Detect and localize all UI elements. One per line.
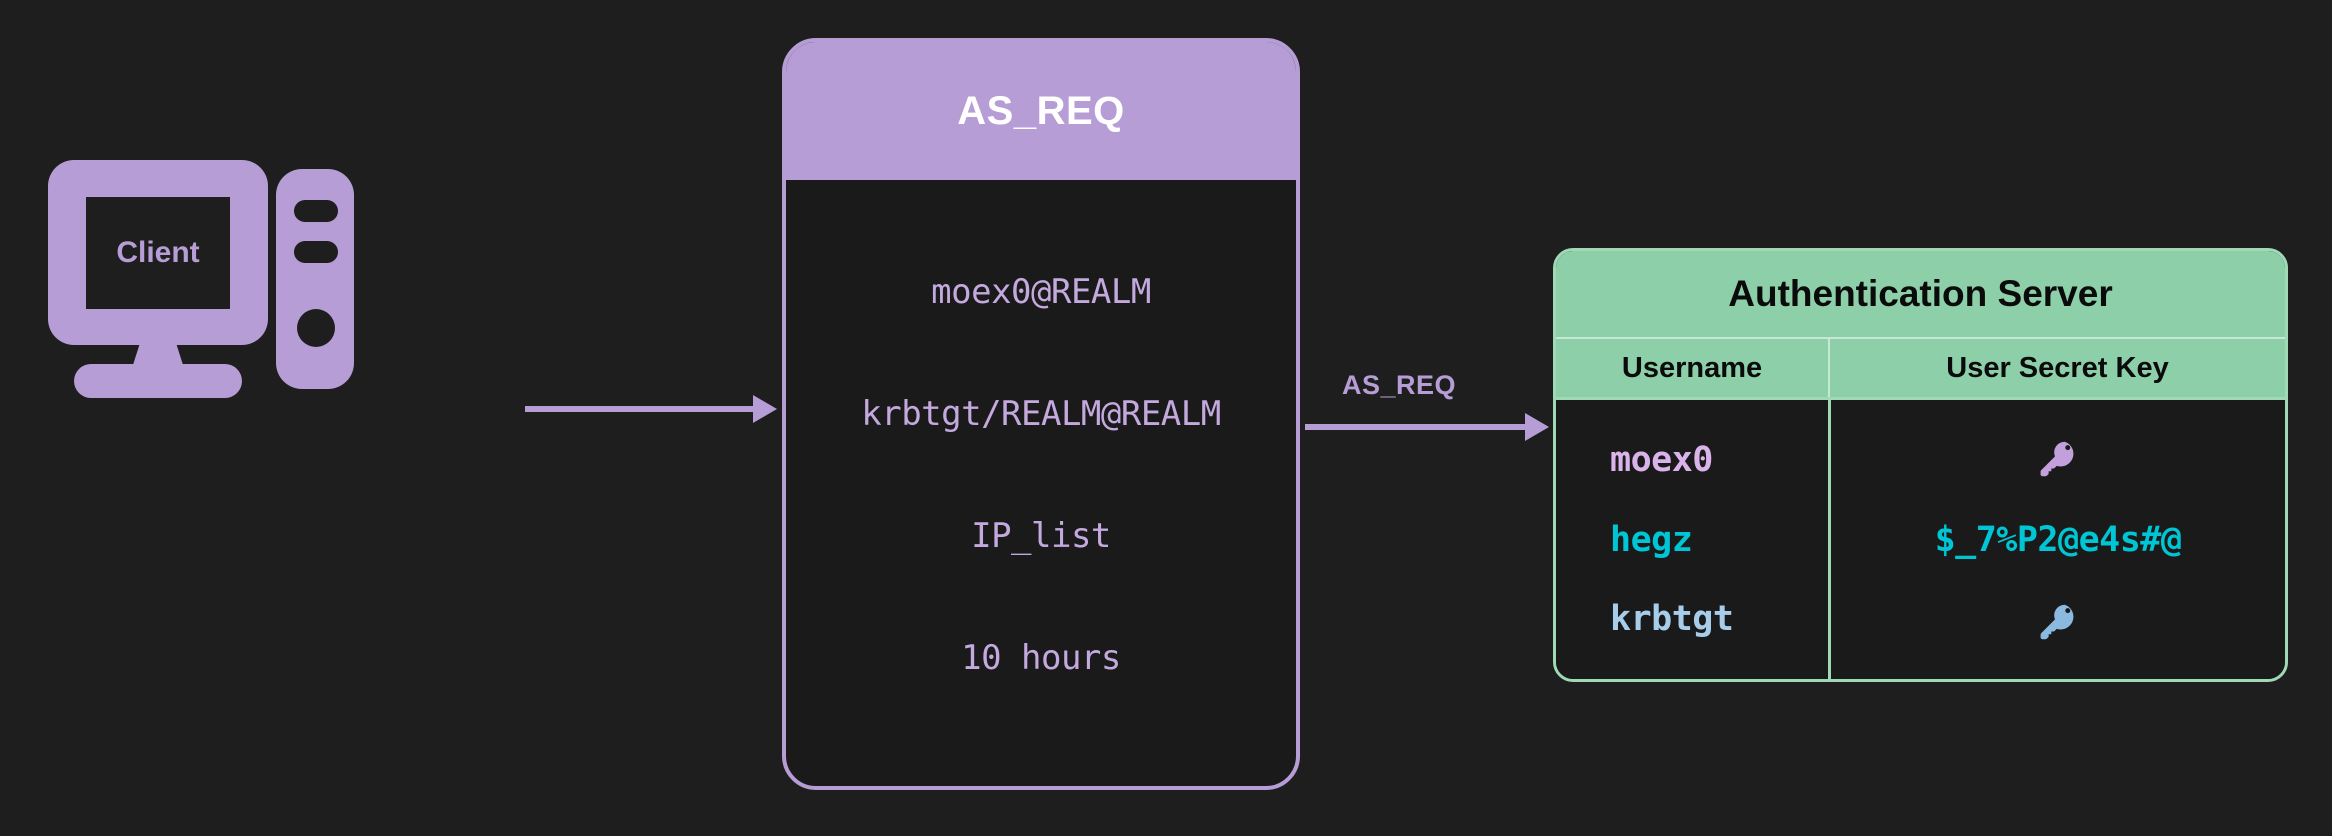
authentication-server-panel: Authentication Server Username User Secr… <box>1553 248 2288 682</box>
monitor-neck <box>132 342 184 368</box>
column-header-user-secret-key: User Secret Key <box>1828 339 2285 397</box>
tower-drive-slot-2 <box>294 241 338 263</box>
tower-drive-slot-1 <box>294 200 338 222</box>
username-column: moex0 hegz krbtgt <box>1556 400 1828 679</box>
computer-tower-icon <box>276 169 354 389</box>
table-row-username-krbtgt: krbtgt <box>1610 599 1734 640</box>
authentication-server-title: Authentication Server <box>1728 273 2113 314</box>
table-row-secret-hegz: $_7%P2@e4s#@ <box>1934 519 2182 560</box>
table-row-secret-krbtgt <box>2035 597 2081 645</box>
asreq-field-ip-list: IP_list <box>971 516 1111 556</box>
tower-power-button-icon <box>297 309 335 347</box>
table-row-username-hegz: hegz <box>1610 519 1693 560</box>
arrow-label-as-req: AS_REQ <box>1342 370 1457 400</box>
asreq-packet-header: AS_REQ <box>786 42 1296 180</box>
key-icon <box>2035 598 2081 644</box>
monitor-icon: Client <box>48 160 268 345</box>
arrow-asreq-to-server <box>1305 413 1549 441</box>
monitor-base <box>74 364 242 398</box>
asreq-packet-box: AS_REQ moex0@REALM krbtgt/REALM@REALM IP… <box>782 38 1300 790</box>
secret-key-column: $_7%P2@e4s#@ <box>1828 400 2285 679</box>
asreq-field-service-principal: krbtgt/REALM@REALM <box>861 394 1221 434</box>
monitor-screen: Client <box>86 197 230 309</box>
arrow-client-to-asreq <box>525 395 777 423</box>
asreq-field-client-principal: moex0@REALM <box>931 272 1151 312</box>
asreq-packet-title: AS_REQ <box>957 88 1125 133</box>
auth-server-table-body: moex0 hegz krbtgt $_7%P2@e4s#@ <box>1556 397 2285 679</box>
client-label: Client <box>116 236 200 269</box>
table-row-username-moex0: moex0 <box>1610 439 1713 480</box>
client-node: Client <box>48 160 368 400</box>
key-icon <box>2035 435 2081 481</box>
asreq-field-lifetime: 10 hours <box>961 638 1121 678</box>
authentication-server-title-bar: Authentication Server <box>1556 251 2285 337</box>
column-header-username: Username <box>1621 351 1763 384</box>
asreq-packet-body: moex0@REALM krbtgt/REALM@REALM IP_list 1… <box>786 180 1296 786</box>
table-row-secret-moex0 <box>2035 434 2081 482</box>
auth-server-table-header: Username User Secret Key <box>1556 337 2285 397</box>
